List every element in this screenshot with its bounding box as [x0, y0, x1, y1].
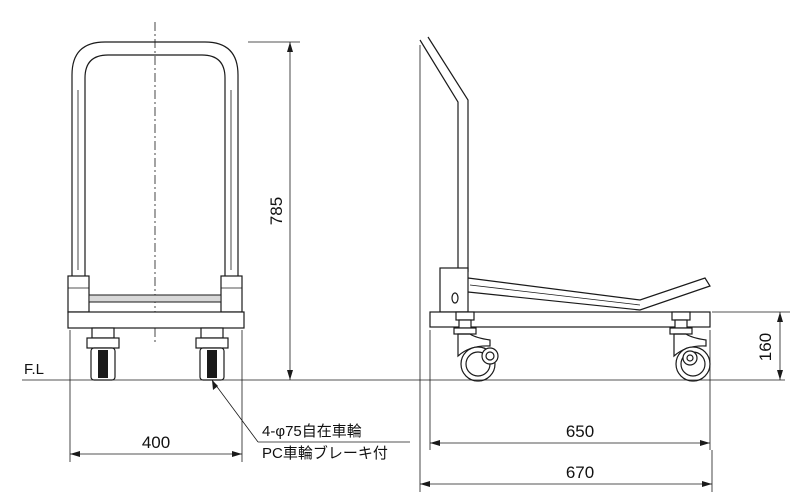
dim-width-front: 400 [69, 330, 243, 462]
side-bracket-bolt [451, 292, 459, 304]
dim-deck-length: 650 [429, 330, 711, 450]
side-deck [429, 311, 711, 328]
caster-callout: 4-φ75自在車輪 PC車輪ブレーキ付 [211, 379, 410, 462]
dim-deck-height-label: 160 [756, 333, 775, 361]
front-handle-outer [71, 41, 239, 290]
callout-line2: PC車輪ブレーキ付 [262, 444, 388, 462]
dim-deck-length-label: 650 [566, 422, 594, 441]
side-fold-lever-mid [469, 284, 641, 306]
side-bracket [439, 267, 469, 313]
side-handle-inner [427, 36, 469, 272]
side-view [419, 36, 711, 382]
front-deck [67, 311, 245, 329]
dim-height-total-label: 785 [267, 197, 286, 225]
side-fold-lever [467, 277, 711, 311]
dim-total-length-label: 670 [566, 463, 594, 482]
side-caster-swivel [669, 311, 711, 382]
front-bracket-left [67, 275, 90, 313]
dim-deck-height: 160 [712, 311, 790, 380]
front-handle-inner [84, 54, 226, 290]
front-bracket-right [220, 275, 243, 313]
floor-label: F.L [24, 361, 44, 378]
front-crossbar [88, 294, 222, 303]
front-caster-right [195, 327, 229, 381]
side-caster-brake [453, 311, 499, 382]
front-caster-left [86, 327, 120, 381]
callout-line1: 4-φ75自在車輪 [262, 423, 362, 440]
side-handle-outer [419, 39, 459, 272]
dim-width-front-label: 400 [142, 433, 170, 452]
front-view [67, 22, 245, 381]
dim-height-total: 785 [248, 41, 300, 380]
dim-total-length: 670 [419, 45, 713, 492]
